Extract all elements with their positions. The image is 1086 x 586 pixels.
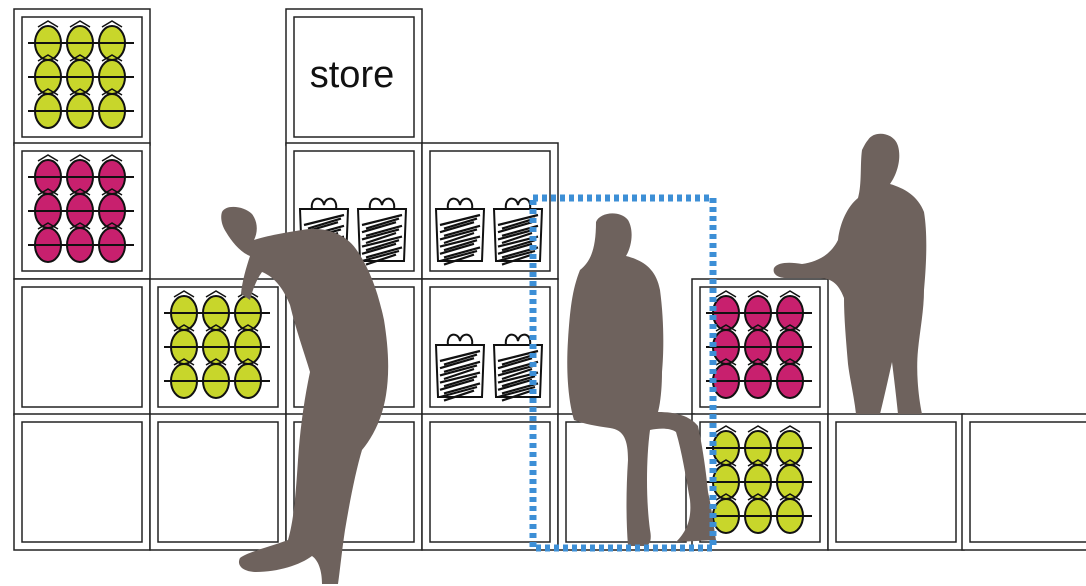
cube-grid (14, 9, 1086, 550)
cube-frame (14, 414, 150, 550)
fruit-crate (706, 426, 812, 533)
cube-frame (828, 414, 964, 550)
cube-frame (422, 414, 558, 550)
gift-bag-icon (358, 199, 406, 265)
gift-bag-icon (436, 335, 484, 401)
cube-frame (962, 414, 1086, 550)
fruit-crate (164, 291, 270, 398)
store-label: store (310, 54, 394, 96)
cube-frame (14, 279, 150, 415)
cube-frame (150, 414, 286, 550)
fruit-crate (706, 291, 812, 398)
gift-bag-icon (436, 199, 484, 265)
fruit-crate (28, 155, 134, 262)
fruit-crate (28, 21, 134, 128)
